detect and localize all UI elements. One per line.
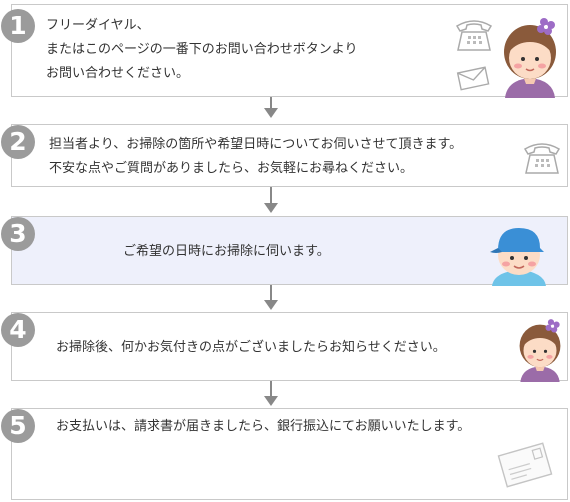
step-line: お支払いは、請求書が届きましたら、銀行振込にてお願いいたします。 [56,419,471,434]
step-line: お掃除後、何かお気付きの点がございましたらお知らせください。 [56,340,446,355]
flow-arrow [264,97,278,118]
step-line: お問い合わせください。 [46,66,190,81]
step-line: 不安な点やご質問がありましたら、お気軽にお尋ねください。 [49,161,414,176]
step-text: 担当者より、お掃除の箇所や希望日時についてお伺いさせて頂きます。 不安な点やご質… [49,133,462,181]
step-line: フリーダイヤル、 [46,18,150,33]
step-number-badge: 5 [1,409,35,443]
flow-arrow [264,187,278,213]
step-line: ご希望の日時にお掃除に伺います。 [123,244,330,259]
telephone-icon [523,143,561,174]
step-text: フリーダイヤル、 またはこのページの一番下のお問い合わせボタンより お問い合わせ… [46,14,357,86]
girl-avatar [504,18,556,98]
worker-avatar [490,228,546,286]
step-number-badge: 3 [1,217,35,251]
telephone-icon [455,20,493,51]
step-number-badge: 2 [1,125,35,159]
step-text: ご希望の日時にお掃除に伺います。 [123,240,330,264]
step-number-badge: 4 [1,313,35,347]
step-5: 5 お支払いは、請求書が届きましたら、銀行振込にてお願いいたします。 [1,408,568,500]
step-number-badge: 1 [1,9,35,43]
flow-arrow [264,285,278,310]
step-text: お掃除後、何かお気付きの点がございましたらお知らせください。 [56,336,446,360]
postcard-icon [497,442,553,488]
envelope-icon [456,66,490,91]
step-3: 3 ご希望の日時にお掃除に伺います。 [1,216,568,286]
step-2: 2 担当者より、お掃除の箇所や希望日時についてお伺いさせて頂きます。 不安な点や… [1,124,568,187]
flow-arrow [264,381,278,406]
girl-avatar [519,319,561,382]
step-line: またはこのページの一番下のお問い合わせボタンより [46,42,358,57]
step-1: 1 フリーダイヤル、 またはこのページの一番下のお問い合わせボタンより お問い合… [1,4,568,98]
step-line: 担当者より、お掃除の箇所や希望日時についてお伺いさせて頂きます。 [49,137,463,152]
step-text: お支払いは、請求書が届きましたら、銀行振込にてお願いいたします。 [56,415,470,439]
step-4: 4 お掃除後、何かお気付きの点がございましたらお知らせください。 [1,312,568,382]
